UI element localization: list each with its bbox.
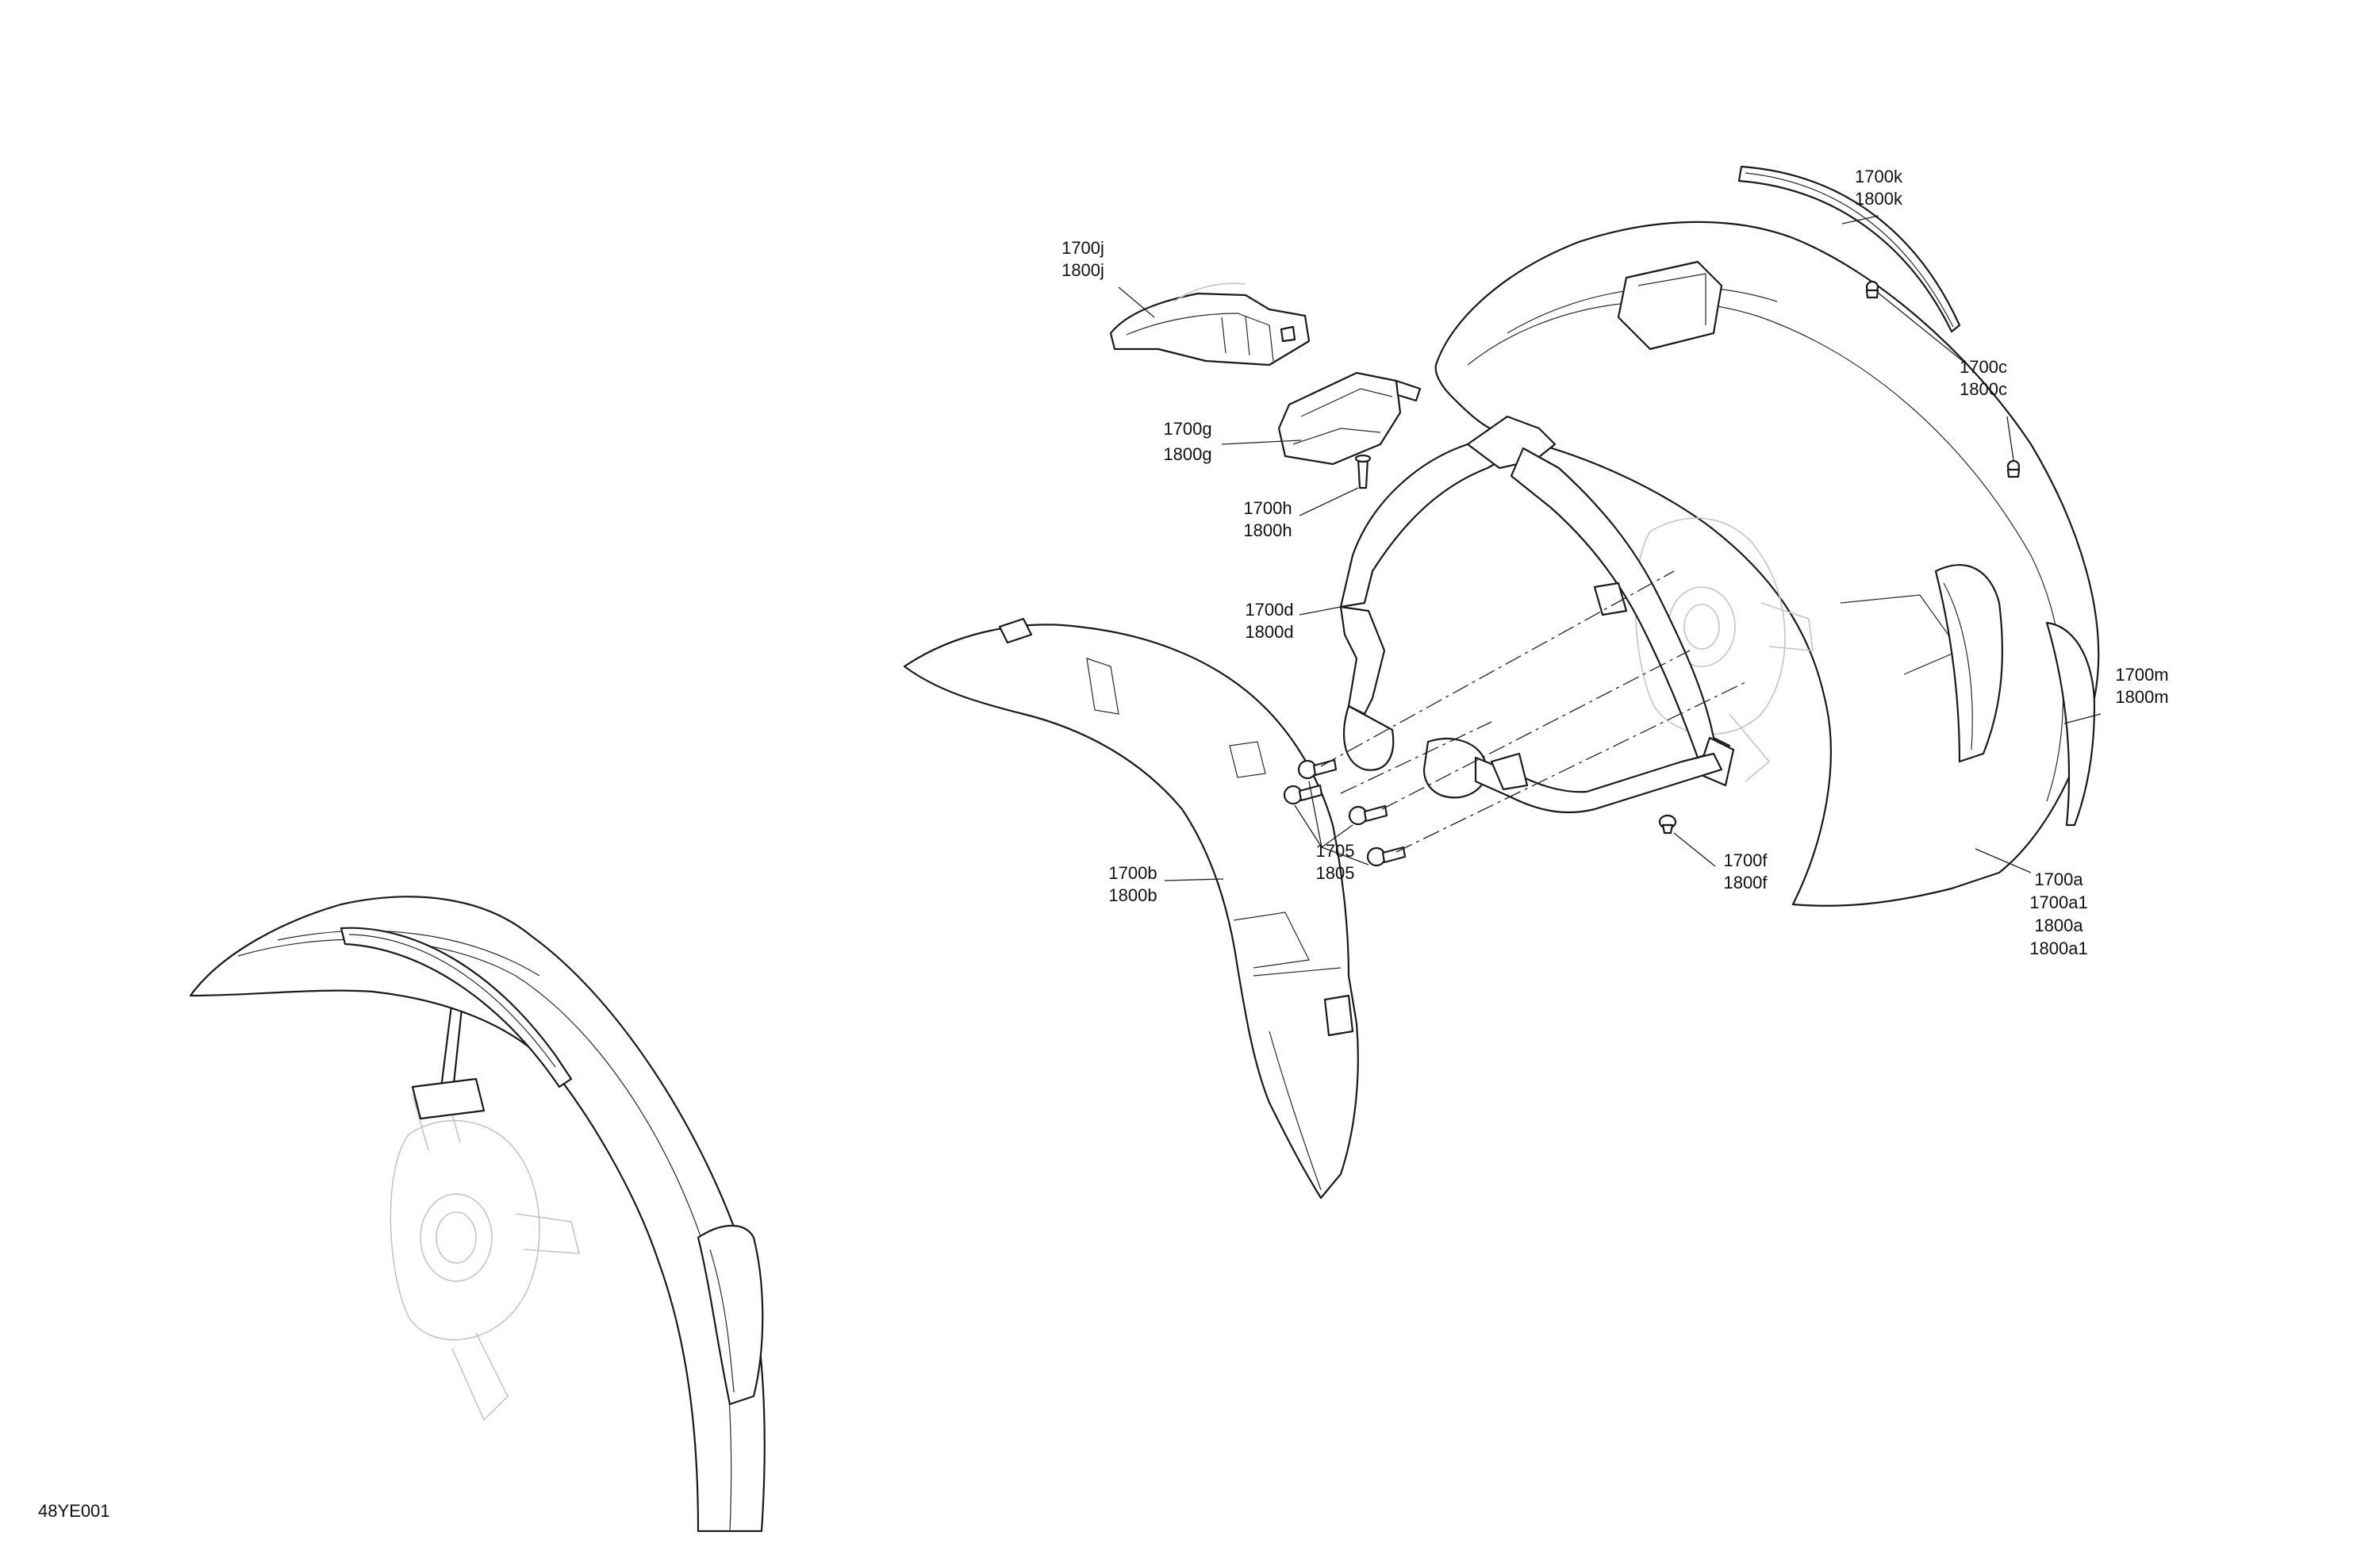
svg-text:1800k: 1800k [1855, 189, 1903, 209]
callout-1700m: 1700m 1800m [2115, 665, 2168, 707]
lamp-housing-1700j [1109, 282, 1311, 367]
main-fender-boss [1617, 260, 1723, 351]
svg-text:1700c: 1700c [1960, 357, 2007, 377]
svg-text:1800g: 1800g [1163, 444, 1211, 464]
svg-text:1800c: 1800c [1960, 379, 2007, 399]
assembled-fender-shell [189, 896, 766, 1533]
ghost-knuckle-assembled [390, 1086, 581, 1422]
svg-text:1800d: 1800d [1245, 622, 1293, 642]
svg-text:1800a1: 1800a1 [2029, 938, 2087, 958]
lower-bracket-arm [1422, 738, 1723, 814]
svg-text:1805: 1805 [1316, 863, 1355, 883]
svg-text:1700j: 1700j [1061, 238, 1104, 258]
svg-text:1700k: 1700k [1855, 167, 1903, 186]
svg-text:1700d: 1700d [1245, 600, 1293, 620]
fastener-1700c-lower [2006, 459, 2021, 478]
support-bracket-arc [1339, 415, 1735, 787]
svg-text:1800h: 1800h [1243, 520, 1292, 540]
svg-text:1700m: 1700m [2115, 665, 2168, 685]
assembled-fender-view [189, 896, 766, 1533]
callout-1700f: 1700f 1800f [1723, 850, 1768, 892]
assembled-mount-bracket [411, 1077, 486, 1120]
svg-text:1700a: 1700a [2034, 869, 2083, 889]
assembled-side-reflector [697, 1224, 764, 1406]
svg-text:1800f: 1800f [1723, 873, 1768, 892]
bolt-1705-c [1348, 804, 1388, 826]
leader-lines [1118, 215, 2102, 881]
callout-1700c: 1700c 1800c [1960, 357, 2007, 399]
screw-1700h [1354, 454, 1372, 489]
assembled-light-strip [340, 927, 573, 1088]
cover-1700g [1277, 371, 1422, 466]
bolt-1705-a [1297, 758, 1338, 780]
bolt-1705-b [1283, 784, 1323, 805]
clip-1700f [1658, 814, 1677, 835]
callout-1700b: 1700b 1800b [1108, 863, 1157, 905]
callout-1700d: 1700d 1800d [1245, 600, 1293, 642]
svg-text:1700b: 1700b [1108, 863, 1157, 883]
callout-1700h: 1700h 1800h [1243, 498, 1292, 540]
light-strip-1700k [1737, 165, 1961, 333]
svg-text:1700g: 1700g [1163, 419, 1211, 439]
reflector-1700m [2045, 621, 2096, 827]
inner-liner-1700b [903, 617, 1359, 1199]
svg-text:1700a1: 1700a1 [2029, 892, 2087, 912]
callout-1705: 1705 1805 [1316, 841, 1355, 883]
drawing-id: 48YE001 [38, 1501, 110, 1521]
svg-text:1800a: 1800a [2034, 915, 2083, 935]
fastener-1700c-upper [1865, 280, 1879, 299]
svg-text:1700h: 1700h [1243, 498, 1292, 518]
assembly-lines [1320, 570, 1746, 853]
svg-text:1800j: 1800j [1061, 260, 1104, 280]
svg-text:1800b: 1800b [1108, 885, 1157, 905]
callout-1700a: 1700a 1700a1 1800a 1800a1 [2029, 869, 2087, 958]
callout-1700k: 1700k 1800k [1855, 167, 1903, 209]
svg-text:1700f: 1700f [1723, 850, 1768, 870]
svg-text:1705: 1705 [1316, 841, 1355, 861]
main-fender-reflector-pocket [1934, 564, 2004, 763]
svg-text:1800m: 1800m [2115, 687, 2168, 707]
callout-1700g: 1700g 1800g [1163, 419, 1211, 464]
callout-1700j: 1700j 1800j [1061, 238, 1104, 280]
